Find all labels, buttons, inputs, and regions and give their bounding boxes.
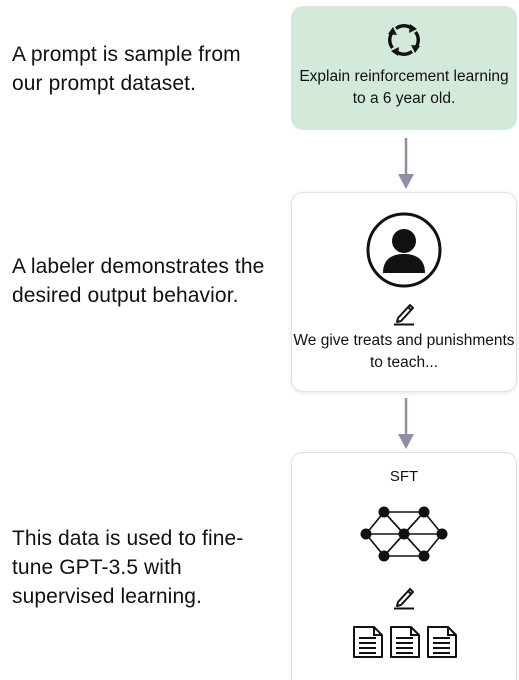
- prompt-text: Explain reinforcement learning to a 6 ye…: [299, 68, 509, 107]
- refresh-cycle-icon: [388, 24, 420, 56]
- pencil-icon: [394, 588, 414, 610]
- document-icon: [427, 626, 457, 658]
- pencil-icon: [394, 304, 414, 326]
- step-3-description: This data is used to fine-tune GPT-3.5 w…: [12, 527, 244, 608]
- step-1-description: A prompt is sample from our prompt datas…: [12, 43, 241, 95]
- neural-network-icon: [360, 506, 448, 562]
- arrow-down-icon: [398, 138, 414, 189]
- step-2-description: A labeler demonstrates the desired outpu…: [12, 255, 265, 307]
- sft-label: SFT: [389, 468, 419, 485]
- person-avatar-icon: [366, 212, 442, 288]
- document-icon: [390, 626, 420, 658]
- document-icon: [353, 626, 383, 658]
- demonstration-text: We give treats and punishments to teach.…: [293, 332, 515, 371]
- arrow-down-icon: [398, 398, 414, 449]
